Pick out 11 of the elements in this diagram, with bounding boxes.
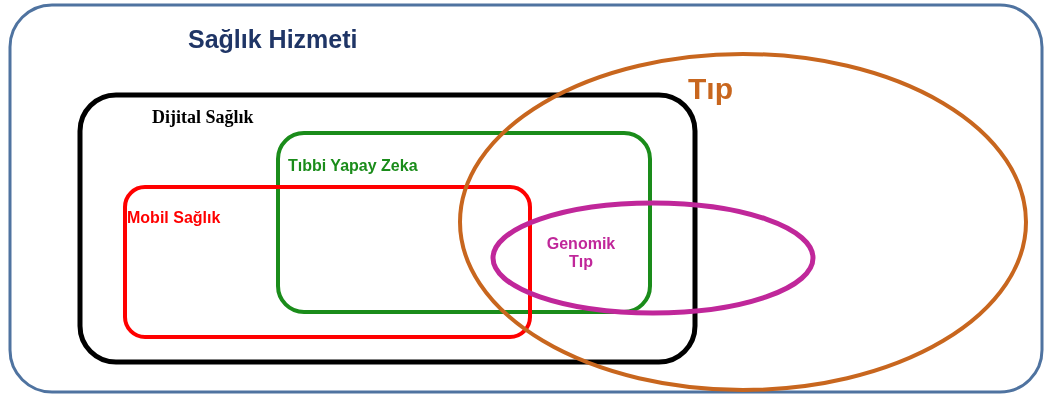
region-label: Tıbbi Yapay Zeka xyxy=(288,157,418,176)
title: Sağlık Hizmeti xyxy=(188,25,358,54)
region-label: Dijital Sağlık xyxy=(152,107,254,128)
region-box xyxy=(10,5,1042,392)
region-box xyxy=(278,133,650,312)
region-box xyxy=(125,187,530,337)
region-label: Genomik Tıp xyxy=(545,235,617,272)
region-label: Mobil Sağlık xyxy=(127,209,221,228)
region-label: Tıp xyxy=(688,72,733,107)
ellipse-region xyxy=(460,54,1026,390)
ellipse-region xyxy=(493,203,813,313)
